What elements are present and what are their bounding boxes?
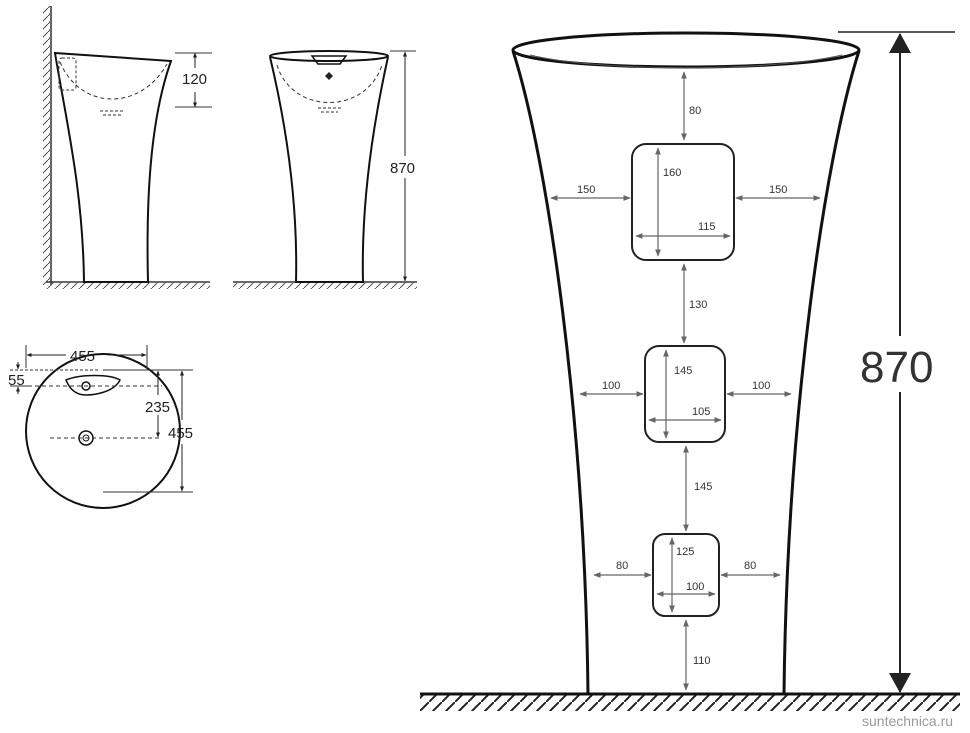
basin-rim bbox=[511, 31, 861, 69]
opening-1-height: 160 bbox=[663, 167, 681, 179]
top-view: 455 455 235 55 bbox=[8, 345, 193, 509]
pedestal-outline bbox=[53, 51, 173, 283]
pedestal-outline bbox=[269, 56, 389, 283]
dim-bottom-gap: 110 bbox=[693, 655, 711, 667]
floor-hatch bbox=[233, 283, 417, 289]
watermark: suntechnica.ru bbox=[862, 713, 953, 729]
wall-hatch bbox=[43, 6, 50, 285]
bowl-hidden-line bbox=[276, 64, 383, 103]
opening-1-side-right: 150 bbox=[769, 184, 787, 196]
dim-depth: 455 bbox=[168, 425, 193, 442]
pedestal-right-outline bbox=[782, 50, 861, 695]
opening-1-width: 115 bbox=[698, 221, 716, 233]
floor-hatch bbox=[46, 283, 210, 289]
opening-1-side-left: 150 bbox=[577, 184, 595, 196]
opening-2-side-left: 100 bbox=[602, 380, 620, 392]
dim-total-height: 870 bbox=[860, 343, 933, 392]
drain-hidden bbox=[100, 110, 125, 116]
dim-bowl-depth: 120 bbox=[182, 71, 207, 88]
overflow-hidden-line bbox=[58, 57, 77, 91]
opening-1 bbox=[631, 143, 735, 261]
pedestal-left-outline bbox=[511, 50, 590, 695]
dim-drain-offset: 235 bbox=[145, 399, 170, 416]
opening-3-height: 125 bbox=[676, 546, 694, 558]
dim-label-bg bbox=[388, 156, 422, 178]
dim-gap-2-3: 145 bbox=[694, 481, 712, 493]
floor-hatch bbox=[420, 695, 960, 711]
tap-hole-marker bbox=[325, 72, 333, 80]
basin-circle bbox=[25, 353, 181, 509]
opening-3-side-left: 80 bbox=[616, 560, 628, 572]
dim-top-gap: 80 bbox=[689, 105, 701, 117]
opening-2-width: 105 bbox=[692, 406, 710, 418]
tap-deck bbox=[65, 374, 121, 396]
opening-3 bbox=[652, 533, 720, 617]
dim-width: 455 bbox=[70, 348, 95, 365]
arrowhead-bottom bbox=[889, 673, 911, 693]
tap-recess bbox=[310, 55, 348, 65]
large-front-view: 160 115 150 150 80 130 145 105 100 100 1… bbox=[420, 31, 960, 711]
dim-height: 870 bbox=[390, 160, 415, 177]
drain-hidden bbox=[318, 107, 341, 113]
basin-inner-rim bbox=[529, 54, 843, 69]
side-view: 120 bbox=[43, 6, 212, 289]
bowl-hidden-line bbox=[59, 61, 168, 100]
dim-label-bg bbox=[858, 336, 942, 392]
opening-3-width: 100 bbox=[686, 581, 704, 593]
tap-hole bbox=[81, 381, 91, 391]
arrowhead-top bbox=[889, 33, 911, 53]
opening-2-height: 145 bbox=[674, 365, 692, 377]
front-view-small: 870 bbox=[233, 50, 422, 289]
dim-gap-1-2: 130 bbox=[689, 299, 707, 311]
dim-tap-offset: 55 bbox=[8, 372, 25, 389]
opening-2-side-right: 100 bbox=[752, 380, 770, 392]
basin-rim bbox=[269, 50, 389, 62]
opening-3-side-right: 80 bbox=[744, 560, 756, 572]
opening-2 bbox=[644, 345, 726, 443]
